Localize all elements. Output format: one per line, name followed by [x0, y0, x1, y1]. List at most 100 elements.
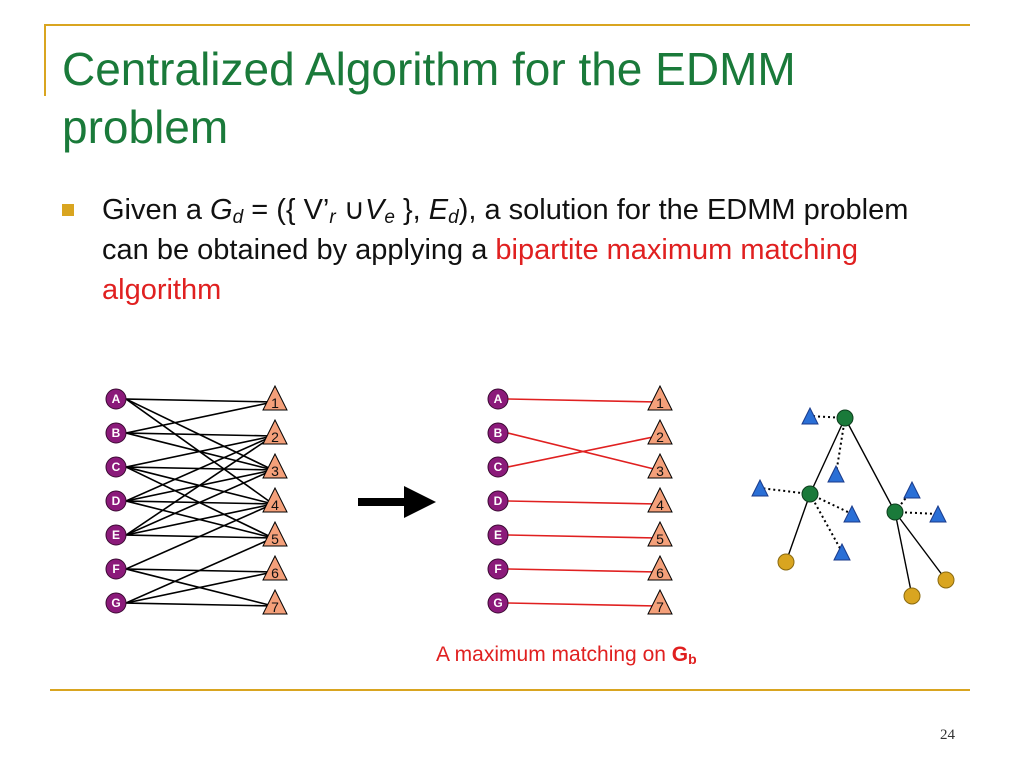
full-right-node-3 [262, 452, 288, 479]
tree-leaf-node [903, 587, 921, 605]
tree-triangle-node [929, 504, 947, 523]
full-left-node-F [105, 558, 127, 580]
full-right-node-4 [262, 486, 288, 513]
matching-left-node-label: B [494, 426, 503, 440]
matching-right-node-4 [647, 486, 673, 513]
full-edge-E-4 [125, 503, 274, 536]
full-edge-E-2 [125, 435, 274, 536]
full-edge-G-5 [125, 537, 274, 604]
full-right-node-label: 4 [271, 497, 279, 513]
full-right-node-7 [262, 588, 288, 615]
full-right-node-label: 3 [271, 463, 279, 479]
matching-right-node-label: 2 [656, 429, 664, 445]
full-right-node-label: 2 [271, 429, 279, 445]
tree-triangle-node [801, 406, 819, 425]
tree-inner-node [836, 409, 854, 427]
full-left-node-G [105, 592, 127, 614]
tree-leaf-node [777, 553, 795, 571]
full-left-node-A [105, 388, 127, 410]
full-edge-E-3 [125, 469, 274, 536]
matching-left-node-label: A [494, 392, 503, 406]
full-edge-D-2 [125, 435, 274, 502]
matching-right-node-label: 5 [656, 531, 664, 547]
full-edge-F-4 [125, 503, 274, 570]
full-left-node-label: E [112, 528, 120, 542]
full-left-node-label: F [112, 562, 119, 576]
matching-left-node-B [487, 422, 509, 444]
tree-dotted-edge [759, 487, 811, 495]
full-right-node-6 [262, 554, 288, 581]
tree-edge [894, 511, 913, 597]
tree-inner-node [886, 503, 904, 521]
tree-triangle-node [833, 542, 851, 561]
frame-left-line [44, 24, 46, 96]
full-edge-C-2 [125, 435, 274, 468]
tree-diagram [751, 406, 955, 605]
matching-right-node-label: 7 [656, 599, 664, 615]
matching-right-node-label: 6 [656, 565, 664, 581]
full-left-node-D [105, 490, 127, 512]
matching-left-node-E [487, 524, 509, 546]
matching-edge-A-1 [507, 398, 659, 403]
full-right-node-1 [262, 384, 288, 411]
tree-triangle-node [843, 504, 861, 523]
matching-right-node-label: 3 [656, 463, 664, 479]
matching-right-node-label: 1 [656, 395, 664, 411]
tree-triangle-node [751, 478, 769, 497]
full-left-node-B [105, 422, 127, 444]
matching-left-node-label: E [494, 528, 502, 542]
matching-left-node-A [487, 388, 509, 410]
full-left-node-E [105, 524, 127, 546]
matching-edges [507, 398, 659, 607]
full-right-node-label: 7 [271, 599, 279, 615]
slide-title: Centralized Algorithm for the EDMM probl… [62, 43, 796, 153]
matching-edge-G-7 [507, 602, 659, 607]
frame-bottom-line [50, 689, 970, 691]
tree-edge [894, 511, 947, 581]
tree-edge [809, 417, 846, 495]
full-left-node-label: A [112, 392, 121, 406]
bullet-item: Given a Gd = ({ V’r ∪Ve }, Ed), a soluti… [62, 190, 922, 310]
matching-left-node-label: D [494, 494, 503, 508]
bullet-square-icon [62, 204, 74, 216]
matching-edge-E-5 [507, 534, 659, 539]
full-left-node-C [105, 456, 127, 478]
matching-edge-D-4 [507, 500, 659, 505]
full-edge-B-1 [125, 401, 274, 434]
bullet-text: Given a Gd = ({ V’r ∪Ve }, Ed), a soluti… [102, 194, 909, 306]
tree-triangle-node [903, 480, 921, 499]
full-right-node-5 [262, 520, 288, 547]
full-right-node-label: 6 [271, 565, 279, 581]
full-left-node-label: C [112, 460, 121, 474]
frame-top-line [44, 24, 970, 26]
page-number: 24 [940, 727, 955, 743]
matching-caption: A maximum matching on Gb [436, 643, 697, 667]
matching-edge-C-2 [507, 435, 659, 468]
full-left-node-label: B [112, 426, 121, 440]
matching-left-node-label: G [493, 596, 502, 610]
matching-right-node-7 [647, 588, 673, 615]
tree-leaf-node [937, 571, 955, 589]
matching-right-node-3 [647, 452, 673, 479]
full-left-node-label: D [112, 494, 121, 508]
full-edge-B-2 [125, 432, 274, 437]
matching-left-node-F [487, 558, 509, 580]
full-graph-edges [125, 398, 274, 607]
full-edge-G-7 [125, 602, 274, 607]
matching-edge-F-6 [507, 568, 659, 573]
full-left-node-label: G [111, 596, 120, 610]
tree-inner-node [801, 485, 819, 503]
highlighted-phrase: bipartite maximum matching algorithm [102, 234, 859, 306]
matching-right-node-6 [647, 554, 673, 581]
matching-right-node-1 [647, 384, 673, 411]
matching-left-node-label: C [494, 460, 503, 474]
full-right-node-2 [262, 418, 288, 445]
full-right-node-label: 5 [271, 531, 279, 547]
tree-dotted-edge [809, 493, 843, 553]
full-edge-A-1 [125, 398, 274, 403]
matching-right-node-2 [647, 418, 673, 445]
matching-left-node-G [487, 592, 509, 614]
